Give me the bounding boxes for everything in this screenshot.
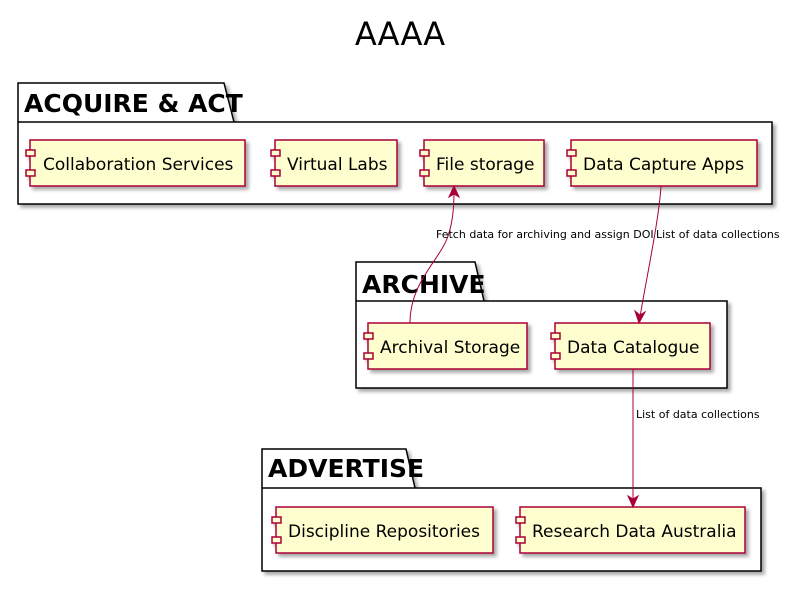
arrow-head <box>626 494 640 509</box>
package-tab <box>355 261 485 302</box>
edge-capture-to-catalogue <box>633 185 662 325</box>
diagram-title: AAAA <box>355 15 445 53</box>
package-label-archive: ARCHIVE <box>362 270 486 299</box>
component-label: Virtual Labs <box>287 155 388 175</box>
component-port <box>25 169 36 177</box>
edge-label-capture: List of data collections <box>656 228 780 241</box>
component-research-data-australia[interactable] <box>515 506 746 554</box>
arrow-head <box>633 309 647 325</box>
edge-archival-to-file-storage <box>409 184 461 324</box>
component-port <box>363 352 374 360</box>
component-data-catalogue[interactable] <box>550 322 711 370</box>
component-label: File storage <box>436 155 534 175</box>
component-port <box>270 169 281 177</box>
component-port <box>550 332 561 340</box>
component-port <box>419 169 430 177</box>
component-archival-storage[interactable] <box>363 322 528 370</box>
arrow-head <box>447 184 461 199</box>
component-port <box>515 536 526 544</box>
package-label-acquire-act: ACQUIRE & ACT <box>24 89 243 118</box>
edge-label-catalogue: List of data collections <box>636 408 760 421</box>
package-tab <box>17 82 235 123</box>
package-label-advertise: ADVERTISE <box>268 454 424 483</box>
component-port <box>271 536 282 544</box>
component-port <box>271 516 282 524</box>
package-tab <box>261 448 416 489</box>
component-port <box>363 332 374 340</box>
edge-label-fetch: Fetch data for archiving and assign DOI <box>436 228 654 241</box>
component-port <box>419 149 430 157</box>
component-port <box>566 169 577 177</box>
component-label: Data Catalogue <box>567 338 700 358</box>
component-label: Collaboration Services <box>43 155 234 175</box>
component-collaboration-services[interactable] <box>25 139 246 187</box>
component-label: Data Capture Apps <box>583 155 744 175</box>
component-label: Research Data Australia <box>532 522 737 542</box>
edge-line <box>639 185 662 318</box>
component-port <box>550 352 561 360</box>
component-file-storage[interactable] <box>419 139 545 187</box>
edge-line <box>409 191 455 324</box>
component-port <box>515 516 526 524</box>
component-virtual-labs[interactable] <box>270 139 398 187</box>
component-port <box>25 149 36 157</box>
component-data-capture-apps[interactable] <box>566 139 758 187</box>
component-port <box>270 149 281 157</box>
component-port <box>566 149 577 157</box>
edge-catalogue-to-rda <box>626 369 640 509</box>
component-discipline-repositories[interactable] <box>271 506 494 554</box>
component-label: Discipline Repositories <box>288 522 480 542</box>
component-label: Archival Storage <box>380 338 520 358</box>
